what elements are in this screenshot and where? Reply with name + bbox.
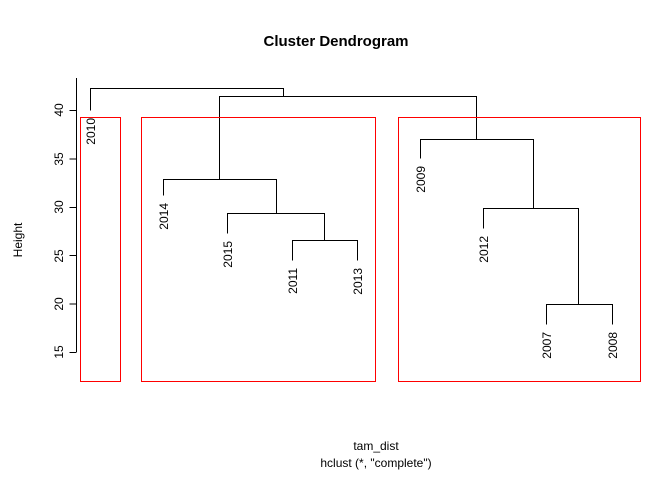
y-tick-label-15: 15 — [52, 345, 66, 359]
y-axis-tick-labels: 40 35 30 25 20 15 — [52, 103, 66, 359]
merge-link-m1 — [546, 304, 613, 325]
merge-link-m8 — [90, 88, 284, 111]
leaf-label-2008: 2008 — [606, 332, 620, 359]
y-tick-label-35: 35 — [52, 152, 66, 166]
merge-link-m2 — [292, 240, 358, 261]
merge-link-m5 — [420, 139, 534, 209]
leaf-label-2011: 2011 — [286, 268, 300, 294]
cluster-box-1 — [80, 117, 121, 382]
y-axis-title: Height — [11, 222, 25, 257]
page-title: Cluster Dendrogram — [263, 33, 408, 50]
cluster-box-2 — [141, 117, 376, 382]
cluster-boxes — [80, 117, 641, 382]
leaf-label-2012: 2012 — [477, 236, 491, 263]
leaf-label-2013: 2013 — [351, 268, 365, 295]
y-tick-label-30: 30 — [52, 200, 66, 214]
leaf-label-2007: 2007 — [540, 332, 554, 359]
y-tick-label-20: 20 — [52, 297, 66, 311]
cluster-box-3 — [398, 117, 641, 382]
y-tick-label-40: 40 — [52, 103, 66, 117]
leaf-label-2015: 2015 — [221, 241, 235, 268]
y-axis-ticks — [69, 110, 77, 353]
x-axis-title: tam_dist — [353, 439, 399, 453]
merge-link-m7 — [219, 96, 477, 180]
leaf-label-2010: 2010 — [84, 118, 98, 145]
merge-link-m3 — [483, 208, 579, 305]
merge-link-m4 — [227, 213, 325, 241]
y-tick-label-25: 25 — [52, 249, 66, 263]
merge-link-m6 — [163, 179, 277, 214]
leaf-labels: 2010 2014 2015 2011 2013 2009 2012 2007 … — [84, 118, 620, 359]
x-axis-subtitle: hclust (*, "complete") — [320, 456, 431, 470]
leaf-label-2009: 2009 — [414, 166, 428, 193]
leaf-label-2014: 2014 — [157, 203, 171, 230]
